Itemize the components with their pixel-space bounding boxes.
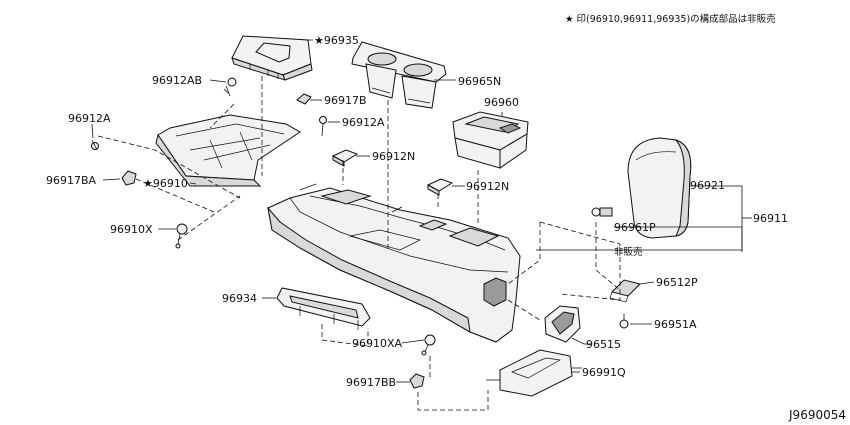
label-96960: 96960 <box>484 96 519 109</box>
bracket-96991Q <box>486 349 582 397</box>
cup-holder-96965N <box>351 41 447 109</box>
screw-96951A <box>619 314 629 329</box>
label-96911: 96911 <box>753 212 788 225</box>
screw-96912A-left <box>91 139 99 151</box>
label-96934: 96934 <box>222 292 257 305</box>
not-sold-label: 非販売 <box>614 246 643 258</box>
header-note: ★ 印(96910,96911,96935)の構成部品は非販売 <box>565 13 776 25</box>
cap-96912N-mid <box>426 178 454 196</box>
clip-96917BB <box>409 373 425 389</box>
part-labels: ★96935 96965N 96912AB 96917B 96912A 9691… <box>46 34 846 422</box>
label-96910X: 96910X <box>110 223 153 236</box>
pin-96961P <box>591 207 613 217</box>
fastener-96910XA <box>421 334 436 356</box>
armrest-lid-96921 <box>627 137 692 239</box>
label-96965N: 96965N <box>458 75 501 88</box>
switch-96515 <box>544 305 581 343</box>
label-96912AB: 96912AB <box>152 74 202 87</box>
label-96951A: 96951A <box>654 318 697 331</box>
leader-lines <box>91 39 752 383</box>
label-96512P: 96512P <box>656 276 698 289</box>
pocket-96934 <box>276 287 371 330</box>
console-finisher-96910 <box>155 114 301 187</box>
label-96910: ★96910 <box>143 177 188 190</box>
label-96910XA: 96910XA <box>352 337 403 350</box>
bracket-96512P <box>609 279 641 303</box>
tray-96960 <box>452 111 529 169</box>
diagram-code: J9690054 <box>788 408 846 422</box>
cap-96912N-top <box>331 149 359 167</box>
screw-96912A-right <box>319 116 327 137</box>
fastener-96910X <box>175 223 188 249</box>
label-96917BA: 96917BA <box>46 174 97 187</box>
screw-96912AB <box>223 77 237 97</box>
label-96961P: 96961P <box>614 221 656 234</box>
label-96912A-right: 96912A <box>342 116 385 129</box>
label-96935: ★96935 <box>314 34 359 47</box>
label-96515: 96515 <box>586 338 621 351</box>
label-96912N-top: 96912N <box>372 150 415 163</box>
label-96917B: 96917B <box>324 94 367 107</box>
label-96921: 96921 <box>690 179 725 192</box>
label-96917BB: 96917BB <box>346 376 396 389</box>
label-96912N-mid: 96912N <box>466 180 509 193</box>
console-body <box>267 183 521 343</box>
shift-finisher-96935 <box>231 35 313 81</box>
clip-96917B <box>296 93 312 105</box>
label-96991Q: 96991Q <box>582 366 626 379</box>
dashed-guide-lines <box>97 76 621 411</box>
label-96912A-left: 96912A <box>68 112 111 125</box>
clip-96917BA <box>121 170 137 186</box>
